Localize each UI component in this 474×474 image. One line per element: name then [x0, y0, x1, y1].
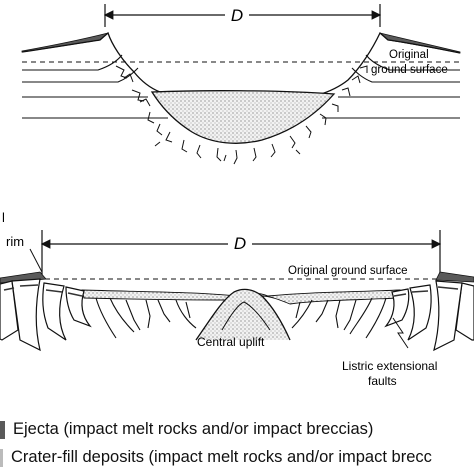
legend-ejecta: Ejecta (impact melt rocks and/or impact …	[0, 420, 474, 439]
crater-rim-left-top	[21, 31, 161, 93]
terrace-blocks-left	[0, 278, 92, 352]
ejecta-left-bottom	[0, 271, 47, 284]
fractures-top	[115, 65, 368, 165]
stratum-right-2	[351, 67, 460, 83]
listric-faults-label-line1: Listric extensional	[342, 359, 437, 373]
simple-crater-diagram: D	[21, 4, 461, 165]
ejecta-right-bottom	[435, 271, 474, 283]
crater-fill-swatch	[0, 448, 3, 467]
original-ground-label-line2-top: ground surface	[371, 64, 448, 76]
crater-fill-lens-top	[150, 90, 336, 144]
ejecta-left-top	[21, 32, 109, 53]
diameter-label-top: D	[231, 6, 243, 25]
legend-ejecta-label: Ejecta (impact melt rocks and/or impact …	[13, 420, 374, 438]
listric-faults-pointer	[392, 317, 409, 349]
legend-crater-fill-label: Crater-fill deposits (impact melt rocks …	[11, 448, 432, 466]
complex-crater-diagram: l rim D Original ground surface	[0, 210, 474, 388]
stratum-right-1	[365, 54, 460, 71]
stratum-left-1	[22, 54, 123, 71]
central-uplift	[195, 288, 291, 341]
crater-rim-right-top	[317, 31, 461, 96]
listric-faults	[95, 297, 387, 339]
listric-faults-label-line2: faults	[368, 374, 397, 388]
stratum-left-2	[22, 67, 139, 83]
ejecta-swatch	[0, 420, 5, 439]
original-ground-label-bottom: Original ground surface	[288, 265, 408, 277]
terrace-blocks-right	[384, 280, 474, 352]
central-uplift-label: Central uplift	[197, 335, 265, 349]
terrace-strata	[3, 284, 459, 297]
legend-crater-fill: Crater-fill deposits (impact melt rocks …	[0, 448, 474, 467]
original-ground-label-line1-top: Original	[389, 49, 429, 61]
rim-pointer	[29, 248, 43, 273]
diameter-label-bottom: D	[234, 234, 246, 253]
rim-label-partial-2: rim	[6, 234, 24, 249]
rim-label-partial-1: l	[2, 210, 5, 225]
central-uplift-core	[221, 301, 271, 331]
